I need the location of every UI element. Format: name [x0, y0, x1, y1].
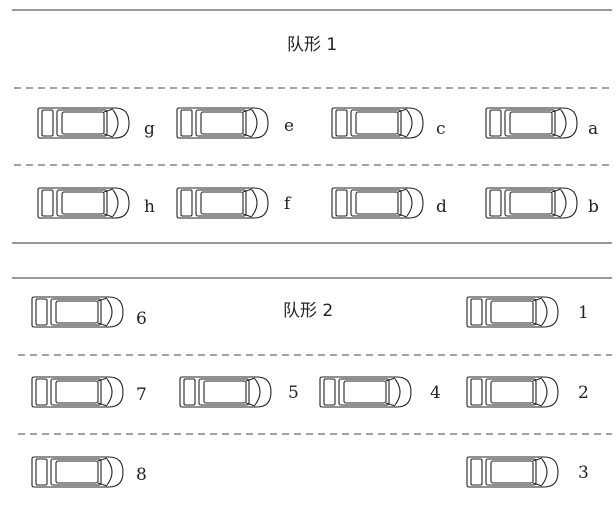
car-icon [320, 377, 411, 407]
car-label: 1 [578, 305, 589, 322]
car-icon [332, 108, 423, 138]
car-icon [486, 188, 577, 218]
car-label: b [588, 199, 599, 216]
formation2-title: 队形 2 [283, 303, 333, 320]
car-icon [177, 108, 268, 138]
car-label: 5 [288, 385, 299, 402]
car-label: f [284, 196, 290, 213]
car-label: 3 [578, 465, 589, 482]
car-label: g [144, 121, 155, 138]
car-label: 6 [136, 311, 147, 328]
formation1-title: 队形 1 [287, 37, 337, 54]
car-icon [32, 297, 123, 327]
car-label: h [144, 199, 155, 216]
car-label: e [284, 118, 294, 135]
car-icon [38, 108, 129, 138]
car-label: 8 [136, 467, 147, 484]
car-icon [467, 377, 558, 407]
car-label: d [436, 199, 447, 216]
car-icon [467, 297, 558, 327]
car-label: c [436, 121, 446, 138]
car-icon [177, 188, 268, 218]
car-icon [32, 457, 123, 487]
car-icon [38, 188, 129, 218]
car-icon [180, 377, 271, 407]
car-icon [32, 377, 123, 407]
car-label: 2 [578, 385, 589, 402]
car-label: 7 [136, 387, 147, 404]
car-label: a [588, 121, 598, 138]
car-icon [486, 108, 577, 138]
car-label: 4 [430, 385, 441, 402]
car-icon [467, 457, 558, 487]
car-icon [332, 188, 423, 218]
